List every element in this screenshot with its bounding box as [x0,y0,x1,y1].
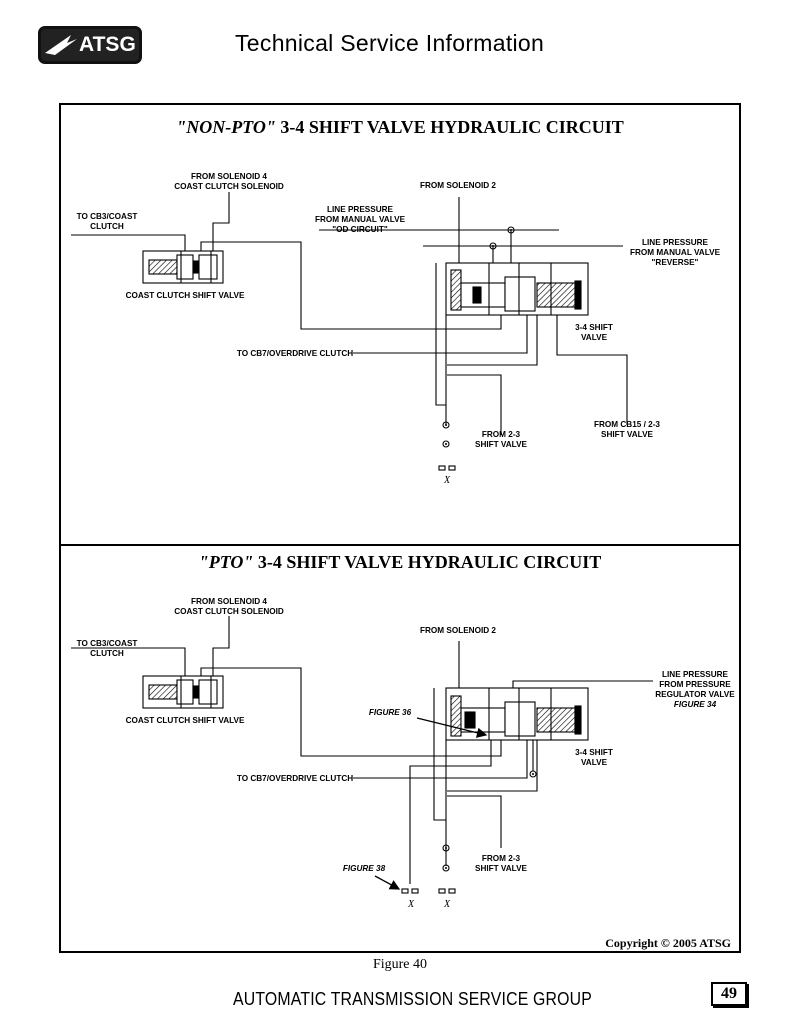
label-3-4-shift: 3-4 SHIFT [575,323,613,332]
label-od-circuit: "OD CIRCUIT" [332,225,388,234]
pto-coast-clutch-shift-valve-icon [142,675,224,709]
pto-label-line-pressure: LINE PRESSURE [662,670,729,679]
pto-label-to-cb3: TO CB3/COAST [77,639,138,648]
pto-title-italic: "PTO" [198,552,254,572]
label-coast-clutch-solenoid: COAST CLUTCH SOLENOID [174,182,284,191]
pto-label-from-2-3-shift-valve: SHIFT VALVE [475,864,528,873]
pto-label-from-solenoid-4: FROM SOLENOID 4 [191,597,267,606]
label-to-cb7: TO CB7/OVERDRIVE CLUTCH [237,349,353,358]
logo-text: ATSG [79,33,136,56]
atsg-logo: ATSG [38,26,142,64]
pto-label-figure-36: FIGURE 36 [369,708,412,717]
label-from-cb15-shift-valve: SHIFT VALVE [601,430,654,439]
coast-clutch-shift-valve-icon [142,250,224,284]
label-coast-clutch-shift-valve: COAST CLUTCH SHIFT VALVE [126,291,245,300]
figure-caption: Figure 40 [372,957,428,972]
page-number: 49 [711,982,747,1006]
non-pto-title-italic: "NON-PTO" [176,117,276,137]
pto-title-rest: 3-4 SHIFT VALVE HYDRAULIC CIRCUIT [253,552,602,572]
pto-label-3-4-shift: 3-4 SHIFT [575,748,613,757]
pto-label-from-pressure: FROM PRESSURE [659,680,731,689]
pto-shift-valve-3-4-icon [445,687,589,741]
pto-label-figure-34: FIGURE 34 [674,700,717,709]
page-header-title: Technical Service Information [235,30,545,56]
non-pto-panel-title: "NON-PTO" 3-4 SHIFT VALVE HYDRAULIC CIRC… [61,117,739,138]
logo-swoosh-icon [45,35,77,55]
pto-label-x-mark-left: X [407,899,415,910]
label-from-manual-valve: FROM MANUAL VALVE [315,215,406,224]
label-reverse: "REVERSE" [652,258,699,267]
pto-label-coast-clutch-shift-valve: COAST CLUTCH SHIFT VALVE [126,716,245,725]
pto-diagram-panel: "PTO" 3-4 SHIFT VALVE HYDRAULIC CIRCUIT [59,544,741,953]
pto-label-clutch: CLUTCH [90,649,124,658]
pto-label-from-2-3: FROM 2-3 [482,854,521,863]
footer-company-name: AUTOMATIC TRANSMISSION SERVICE GROUP [233,989,592,1009]
label-from-cb15: FROM CB15 / 2-3 [594,420,660,429]
pto-label-regulator-valve: REGULATOR VALVE [655,690,735,699]
label-clutch: CLUTCH [90,222,124,231]
label-line-pressure-reverse: LINE PRESSURE [642,238,709,247]
non-pto-diagram-panel: "NON-PTO" 3-4 SHIFT VALVE HYDRAULIC CIRC… [59,103,741,546]
label-to-cb3: TO CB3/COAST [77,212,138,221]
pto-label-from-solenoid-2: FROM SOLENOID 2 [420,626,496,635]
pto-label-figure-38: FIGURE 38 [343,864,386,873]
pto-label-to-cb7: TO CB7/OVERDRIVE CLUTCH [237,774,353,783]
pto-label-valve: VALVE [581,758,608,767]
shift-valve-3-4-icon [445,262,589,316]
label-line-pressure-manual: LINE PRESSURE [327,205,394,214]
label-x-mark: X [443,475,451,486]
copyright-notice: Copyright © 2005 ATSG [605,936,731,950]
label-from-2-3-shift-valve: SHIFT VALVE [475,440,528,449]
non-pto-circuit-drawing: FROM SOLENOID 4 COAST CLUTCH SOLENOID TO… [71,172,721,486]
label-from-solenoid-4: FROM SOLENOID 4 [191,172,267,181]
label-from-solenoid-2: FROM SOLENOID 2 [420,181,496,190]
pto-label-x-mark-right: X [443,899,451,910]
label-from-manual-valve-reverse: FROM MANUAL VALVE [630,248,721,257]
label-from-2-3: FROM 2-3 [482,430,521,439]
pto-circuit-drawing: FROM SOLENOID 4 COAST CLUTCH SOLENOID TO… [71,597,735,910]
label-valve: VALVE [581,333,608,342]
non-pto-title-rest: 3-4 SHIFT VALVE HYDRAULIC CIRCUIT [275,117,624,137]
pto-panel-title: "PTO" 3-4 SHIFT VALVE HYDRAULIC CIRCUIT [61,552,739,573]
pto-label-coast-clutch-solenoid: COAST CLUTCH SOLENOID [174,607,284,616]
